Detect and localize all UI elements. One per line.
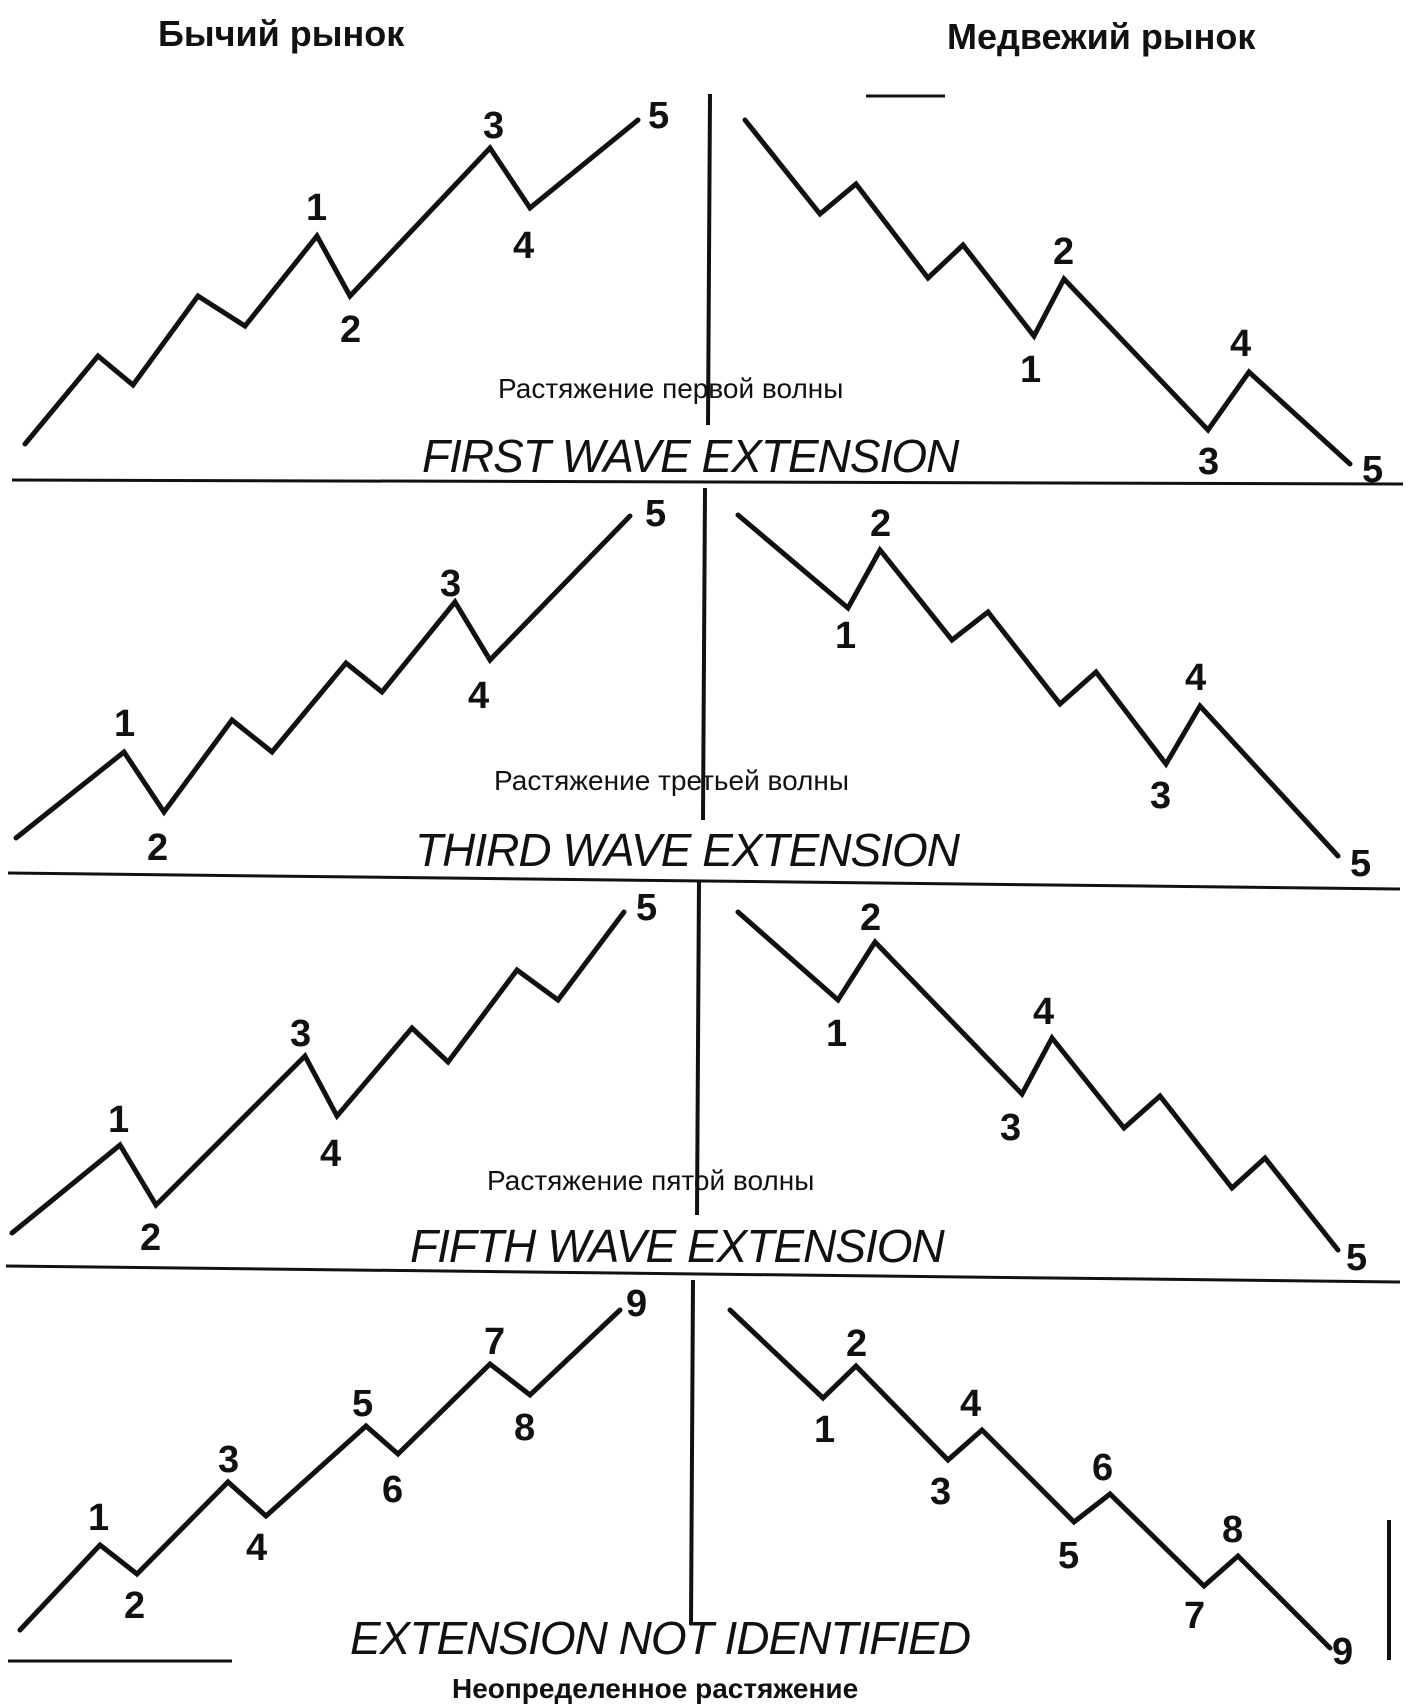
panel-1-title-ru: Растяжение первой волны xyxy=(498,373,843,404)
wave-label: 6 xyxy=(1092,1447,1113,1489)
wave-label: 5 xyxy=(1350,843,1371,885)
wave-label: 2 xyxy=(140,1217,161,1259)
wave-label: 3 xyxy=(290,1013,311,1055)
wave-label: 2 xyxy=(846,1323,867,1365)
wave-label: 5 xyxy=(1346,1237,1367,1279)
wave-label: 2 xyxy=(124,1585,145,1627)
panel-3-bear-wave xyxy=(735,909,1341,1253)
wave-label: 3 xyxy=(1198,441,1219,483)
panel-2-title-en: THIRD WAVE EXTENSION xyxy=(415,824,961,876)
divider-panel-4 xyxy=(689,1279,695,1626)
panel-2-title-ru: Растяжение третьей волны xyxy=(494,765,849,796)
wave-label: 1 xyxy=(826,1013,847,1055)
wave-label: 2 xyxy=(860,897,881,939)
panel-2-bear-labels: 1 2 3 4 5 xyxy=(835,503,1371,885)
panel-3-bull-labels: 1 2 3 4 5 xyxy=(108,887,657,1259)
wave-label: 5 xyxy=(1058,1535,1079,1577)
wave-label: 1 xyxy=(88,1497,109,1539)
wave-label: 1 xyxy=(835,615,856,657)
wave-label: 4 xyxy=(960,1383,981,1425)
panel-2-bull-labels: 1 2 3 4 5 xyxy=(114,493,666,869)
wave-label: 5 xyxy=(645,493,666,535)
panel-4-title-ru: Неопределенное растяжение xyxy=(452,1673,858,1704)
wave-label: 6 xyxy=(382,1469,403,1511)
divider-panel-2 xyxy=(701,487,707,821)
panel-2-bull-wave xyxy=(13,513,633,841)
wave-label: 1 xyxy=(814,1409,835,1451)
wave-label: 4 xyxy=(1185,657,1206,699)
wave-label: 3 xyxy=(930,1471,951,1513)
wave-label: 5 xyxy=(648,95,669,137)
panel-4-title-en: EXTENSION NOT IDENTIFIED xyxy=(350,1612,970,1664)
wave-label: 4 xyxy=(1033,991,1054,1033)
wave-label: 2 xyxy=(340,309,361,351)
wave-label: 5 xyxy=(636,887,657,929)
wave-label: 8 xyxy=(1222,1509,1243,1551)
panel-1-bear-wave xyxy=(742,117,1353,467)
wave-label: 4 xyxy=(1230,323,1251,365)
wave-label: 3 xyxy=(218,1439,239,1481)
panel-3-bear-labels: 1 2 3 4 5 xyxy=(826,897,1367,1279)
wave-label: 3 xyxy=(1000,1107,1021,1149)
panel-4-bear-labels: 1 2 3 4 5 6 7 8 9 xyxy=(814,1323,1353,1673)
wave-label: 1 xyxy=(306,187,327,229)
wave-label: 1 xyxy=(114,703,135,745)
wave-label: 1 xyxy=(108,1099,129,1141)
wave-label: 7 xyxy=(484,1321,505,1363)
wave-label: 5 xyxy=(352,1383,373,1425)
panel-3-bull-wave xyxy=(9,909,627,1236)
wave-label: 4 xyxy=(246,1527,267,1569)
wave-label: 5 xyxy=(1362,449,1383,491)
wave-label: 3 xyxy=(440,563,461,605)
divider-panel-3 xyxy=(695,879,701,1216)
panel-1-bear-labels: 1 2 3 4 5 xyxy=(1020,231,1383,491)
wave-label: 2 xyxy=(1053,231,1074,273)
wave-label: 2 xyxy=(147,827,168,869)
wave-label: 4 xyxy=(513,225,534,267)
panel-3-title-ru: Растяжение пятой волны xyxy=(487,1165,814,1196)
wave-label: 3 xyxy=(1150,775,1171,817)
panel-1-bull-labels: 1 2 3 4 5 xyxy=(306,95,669,351)
bear-market-header: Медвежий рынок xyxy=(947,16,1256,57)
separator-3 xyxy=(5,1264,1401,1284)
divider-panel-1 xyxy=(706,93,712,426)
wave-label: 4 xyxy=(320,1133,341,1175)
separator-2 xyxy=(7,871,1401,891)
wave-label: 4 xyxy=(468,675,489,717)
panel-3-title-en: FIFTH WAVE EXTENSION xyxy=(410,1220,946,1272)
wave-label: 8 xyxy=(514,1407,535,1449)
separator-1 xyxy=(11,478,1404,486)
panel-1-bull-wave xyxy=(22,117,641,447)
wave-label: 9 xyxy=(626,1283,647,1325)
panel-4-bull-wave xyxy=(17,1307,623,1633)
panel-4-bear-wave xyxy=(727,1307,1333,1651)
bull-market-header: Бычий рынок xyxy=(158,13,405,54)
wave-label: 2 xyxy=(870,503,891,545)
wave-label: 9 xyxy=(1332,1631,1353,1673)
wave-label: 3 xyxy=(483,105,504,147)
wave-label: 1 xyxy=(1020,349,1041,391)
panel-2-bear-wave xyxy=(735,512,1341,859)
wave-label: 7 xyxy=(1184,1595,1205,1637)
panel-1-title-en: FIRST WAVE EXTENSION xyxy=(422,430,960,482)
panel-4-bull-labels: 1 2 3 4 5 6 7 8 9 xyxy=(88,1283,647,1627)
